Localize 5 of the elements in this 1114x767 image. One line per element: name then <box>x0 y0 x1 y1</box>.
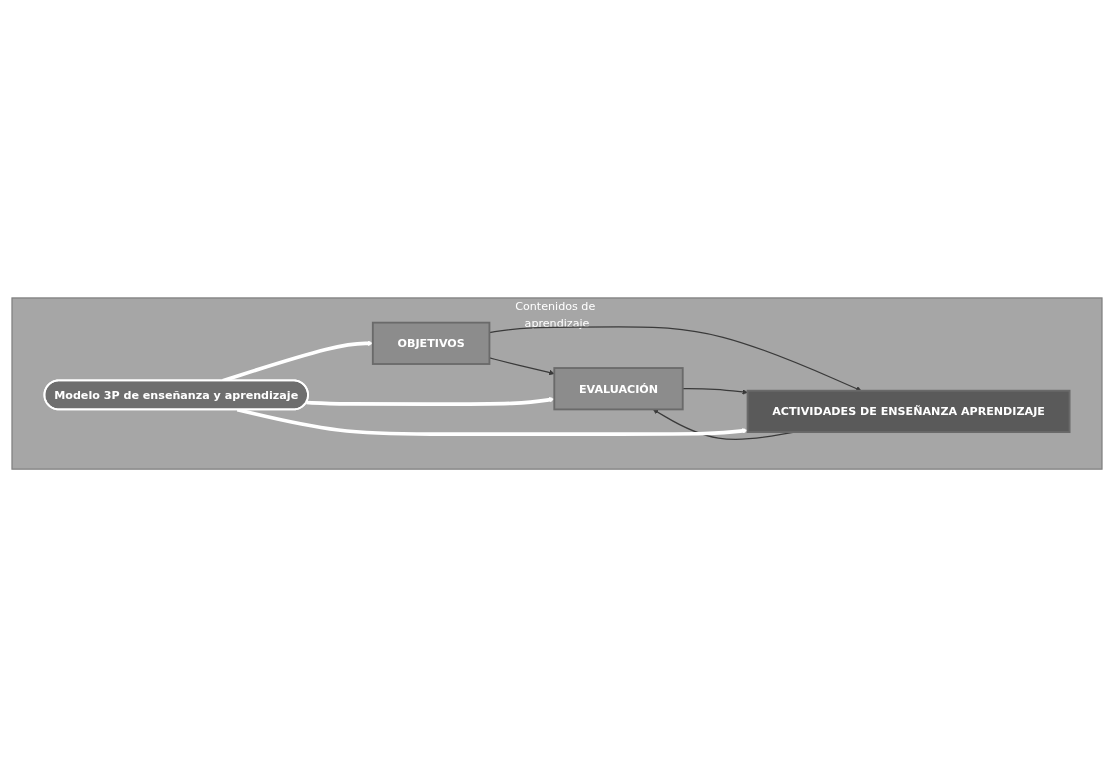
arrow <box>682 388 748 395</box>
node-box: ACTIVIDADES DE ENSEÑANZA APRENDIZAJE <box>746 389 1071 433</box>
node-box: OBJETIVOS <box>371 321 491 365</box>
node-box: EVALUACIÓN <box>553 367 684 411</box>
arrow <box>306 397 555 406</box>
